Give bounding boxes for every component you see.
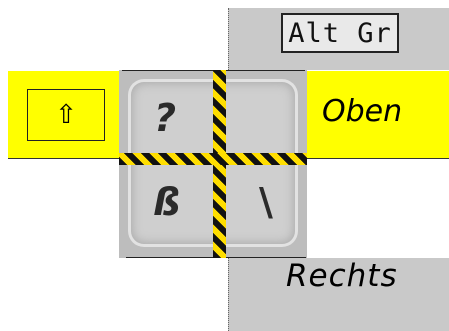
column-divider-top	[228, 8, 229, 70]
shift-arrow-icon: ⇧	[55, 100, 77, 130]
altgr-key-label: Alt Gr	[281, 13, 399, 53]
key-char-top-left: ?	[154, 96, 177, 140]
key-char-bottom-left: ß	[153, 180, 181, 224]
altgr-column-bottom	[228, 258, 449, 331]
hazard-stripe-horizontal	[119, 153, 307, 165]
label-right: Rechts	[286, 258, 398, 294]
key-char-bottom-right: \	[259, 180, 273, 224]
column-divider-bottom	[228, 258, 229, 331]
shift-key-box: ⇧	[27, 89, 105, 141]
label-top: Oben	[322, 94, 403, 129]
